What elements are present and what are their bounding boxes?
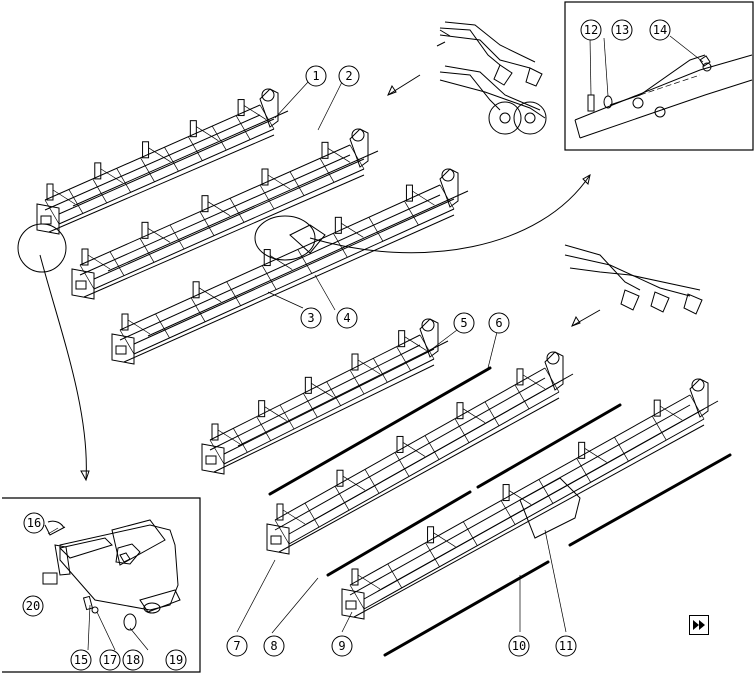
rod-8-a xyxy=(326,490,472,577)
rod-10-a xyxy=(383,560,550,657)
callout-8: 8 xyxy=(263,635,285,657)
callout-17: 17 xyxy=(99,649,121,671)
callout-leaders xyxy=(236,81,567,634)
callout-label: 17 xyxy=(103,653,117,667)
upper-frame-2 xyxy=(71,128,379,300)
callout-1: 1 xyxy=(305,65,327,87)
rod-set xyxy=(268,366,732,657)
callout-7: 7 xyxy=(226,635,248,657)
rod-8-b xyxy=(476,403,622,489)
callout-6: 6 xyxy=(488,312,510,334)
callout-14: 14 xyxy=(649,19,671,41)
callout-15: 15 xyxy=(70,649,92,671)
callout-4: 4 xyxy=(336,307,358,329)
leader-arrows xyxy=(39,74,601,482)
callout-5: 5 xyxy=(453,312,475,334)
lower-frame-5 xyxy=(201,318,449,475)
callout-label: 6 xyxy=(495,316,502,330)
upper-frame-assembly xyxy=(36,88,469,365)
callout-16: 16 xyxy=(23,512,45,534)
callout-3: 3 xyxy=(300,307,322,329)
callout-label: 7 xyxy=(233,639,240,653)
upper-frame-3 xyxy=(111,168,469,365)
lower-frame-7 xyxy=(266,351,574,555)
detail-circle-hardware xyxy=(254,215,316,261)
callout-label: 9 xyxy=(338,639,345,653)
callout-10: 10 xyxy=(508,635,530,657)
detail-hardware-drawing xyxy=(574,35,753,139)
callout-20: 20 xyxy=(22,595,44,617)
callout-label: 12 xyxy=(584,23,598,37)
plate-4 xyxy=(289,224,326,254)
callout-9: 9 xyxy=(331,635,353,657)
fast-forward-icon xyxy=(693,620,705,630)
callout-label: 14 xyxy=(653,23,667,37)
callout-label: 10 xyxy=(512,639,526,653)
callout-label: 8 xyxy=(270,639,277,653)
callout-label: 16 xyxy=(27,516,41,530)
callout-13: 13 xyxy=(611,19,633,41)
lower-frame-9 xyxy=(341,378,719,620)
callout-label: 1 xyxy=(312,69,319,83)
callout-11: 11 xyxy=(555,635,577,657)
callout-label: 13 xyxy=(615,23,629,37)
callout-18: 18 xyxy=(122,649,144,671)
lower-frame-assembly xyxy=(201,318,719,620)
rod-6 xyxy=(268,366,492,496)
next-page-button[interactable] xyxy=(689,615,709,635)
callout-label: 11 xyxy=(559,639,573,653)
callout-label: 18 xyxy=(126,653,140,667)
callout-label: 19 xyxy=(169,653,183,667)
hydraulic-hose-set-3 xyxy=(564,244,703,315)
callout-label: 4 xyxy=(343,311,350,325)
callout-label: 2 xyxy=(345,69,352,83)
plate-11 xyxy=(519,477,581,539)
callout-label: 20 xyxy=(26,599,40,613)
hydraulic-hose-set-2 xyxy=(439,65,547,135)
upper-frame-1 xyxy=(36,88,289,235)
callout-label: 5 xyxy=(460,316,467,330)
rod-10-b xyxy=(568,453,732,547)
hydraulic-hose-set-1 xyxy=(436,21,543,87)
callout-label: 15 xyxy=(74,653,88,667)
detail-box-hitch xyxy=(2,497,201,673)
callout-19: 19 xyxy=(165,649,187,671)
callout-label: 3 xyxy=(307,311,314,325)
detail-hitch-drawing xyxy=(42,519,181,651)
callout-12: 12 xyxy=(580,19,602,41)
callout-2: 2 xyxy=(338,65,360,87)
